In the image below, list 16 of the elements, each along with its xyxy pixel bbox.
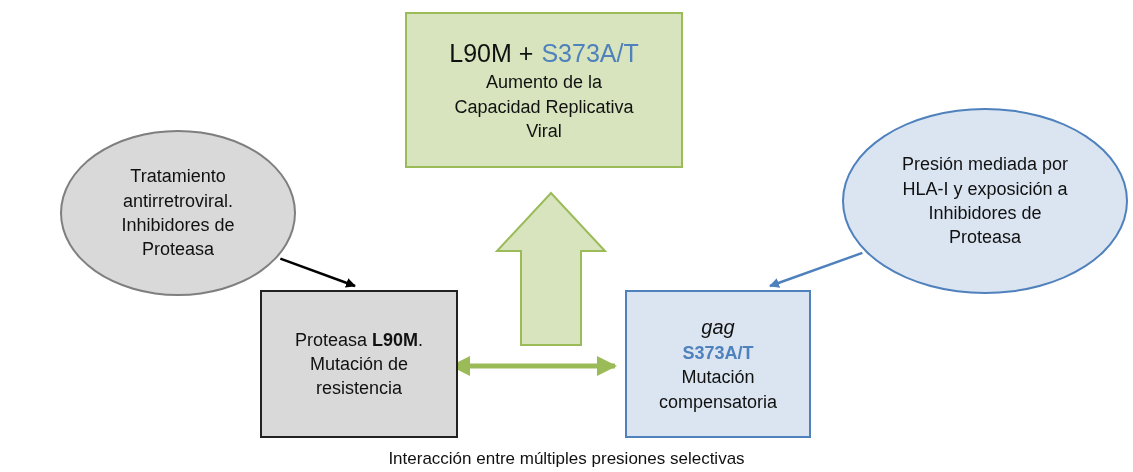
node-text: Aumento de la Capacidad Replicativa Viral xyxy=(453,71,635,143)
node-text: Tratamiento antirretroviral. Inhibidores de Proteasa xyxy=(120,165,236,262)
caption: Interacción entre múltiples presiones selectivas xyxy=(388,449,745,468)
node-text: Proteasa L90M. Mutación de resistencia xyxy=(293,328,425,401)
node-text: Presión mediada por HLA-I y exposición a Inhibidores de Proteasa xyxy=(900,153,1070,250)
process-box xyxy=(260,290,458,438)
arrow xyxy=(769,251,863,288)
node-text: S373A/T xyxy=(682,342,754,366)
process-box xyxy=(405,12,683,168)
process-box xyxy=(625,290,811,438)
block-arrow xyxy=(494,191,608,346)
node-text: gag xyxy=(701,315,735,341)
arrow xyxy=(279,257,356,288)
node-text: Mutación compensatoria xyxy=(657,366,779,414)
node-text: L90M + xyxy=(449,37,534,69)
node-text: S373A/T xyxy=(541,37,639,69)
